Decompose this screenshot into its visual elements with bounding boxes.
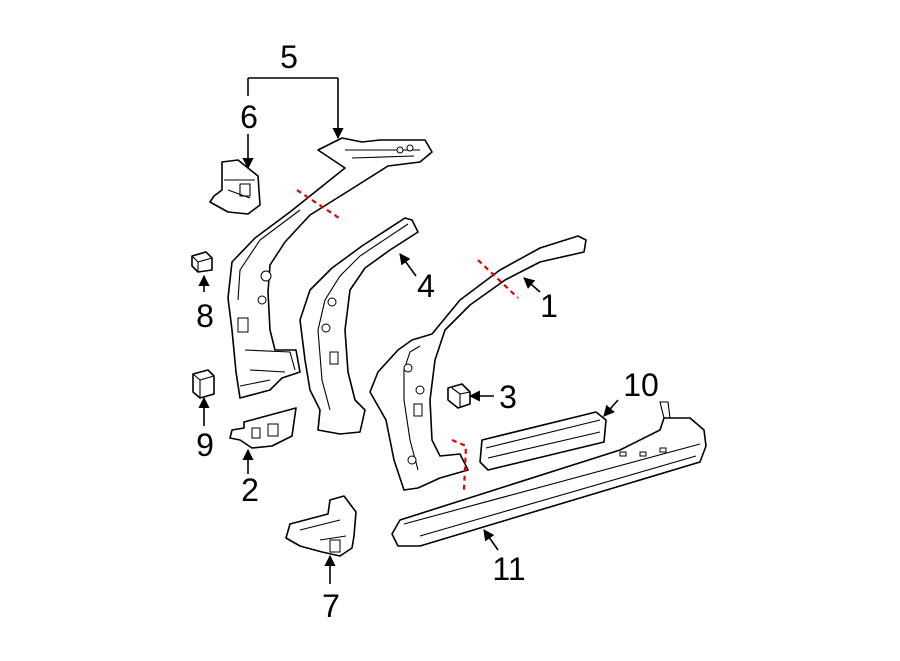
part-5-pillar-upper (227, 137, 433, 399)
part-3-clip (447, 383, 471, 409)
part-2-bracket (229, 407, 297, 449)
part-1-pillar-outer (369, 235, 587, 491)
part-7-bracket (285, 495, 357, 557)
callout-1: 1 (540, 288, 558, 324)
callout-6: 6 (240, 99, 258, 135)
callout-11: 11 (492, 551, 525, 587)
part-11-rocker (391, 401, 707, 547)
cut-line-pillar (477, 259, 519, 299)
callout-10: 10 (623, 367, 659, 403)
part-8-block (191, 251, 213, 273)
part-4-pillar-inner (299, 217, 419, 435)
callout-7: 7 (322, 588, 340, 624)
callout-5: 5 (280, 39, 298, 75)
callouts: 5 6 8 9 2 4 1 3 10 11 7 (196, 39, 659, 624)
callout-4: 4 (417, 268, 435, 304)
part-6-bracket (209, 159, 261, 215)
cut-lines (296, 189, 519, 491)
callout-2: 2 (241, 472, 259, 508)
callout-9: 9 (196, 427, 214, 463)
part-9-block (192, 369, 215, 399)
callout-3: 3 (499, 379, 517, 415)
cut-line-upper (296, 189, 343, 221)
leader-lines (198, 77, 619, 584)
callout-8: 8 (196, 298, 214, 334)
part-10-reinforcement (479, 411, 607, 471)
